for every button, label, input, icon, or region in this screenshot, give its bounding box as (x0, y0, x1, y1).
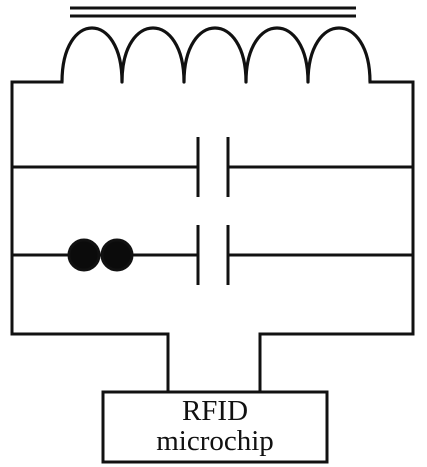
microchip-label-line-1: RFID (182, 395, 248, 427)
wire-right-outer (258, 80, 415, 394)
contact-dot-left (67, 238, 101, 272)
outer-circuit (10, 80, 415, 394)
antenna-coil (60, 26, 372, 84)
coil-core (70, 6, 356, 18)
microchip-label-line-2: microchip (156, 425, 274, 457)
wire-left-outer (10, 80, 170, 394)
contact-dot-right (100, 238, 134, 272)
rfid-microchip: RFID microchip (101, 390, 329, 464)
capacitor-branch-1 (10, 137, 415, 197)
capacitor-branch-2 (10, 225, 415, 285)
microchip-box (101, 390, 329, 464)
